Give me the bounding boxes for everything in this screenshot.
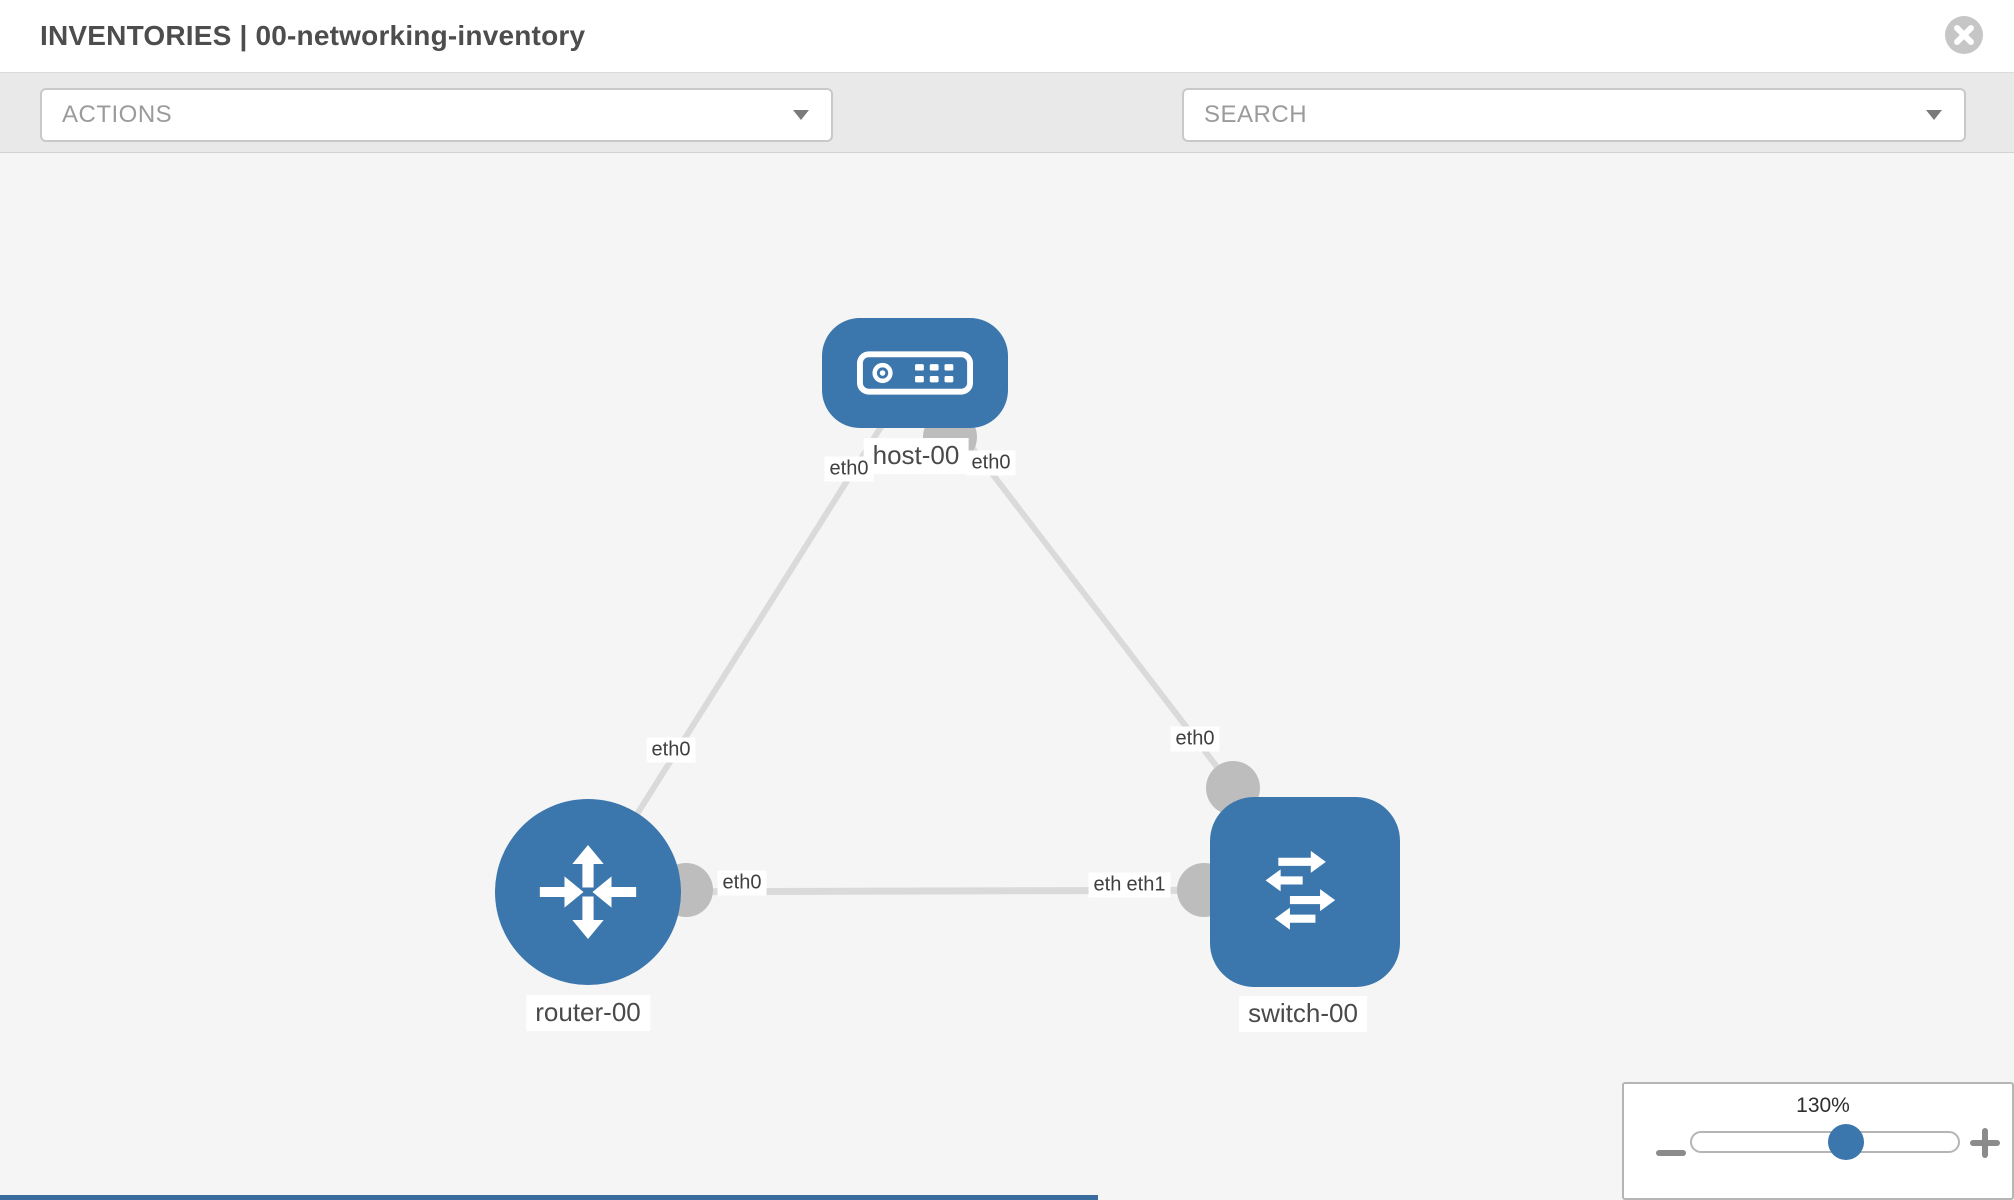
chevron-down-icon bbox=[1926, 110, 1942, 120]
iface-label-router-to-host: eth0 bbox=[646, 737, 696, 763]
close-icon bbox=[1945, 16, 1983, 54]
zoom-slider-track[interactable] bbox=[1690, 1131, 1960, 1153]
node-host-00[interactable] bbox=[822, 318, 1008, 428]
search-dropdown-label: SEARCH bbox=[1204, 101, 1308, 128]
host-icon bbox=[856, 351, 974, 395]
close-button[interactable] bbox=[1944, 15, 1984, 55]
chevron-down-icon bbox=[793, 110, 809, 120]
zoom-slider-thumb[interactable] bbox=[1828, 1124, 1864, 1160]
actions-dropdown[interactable]: ACTIONS bbox=[40, 88, 833, 142]
search-dropdown[interactable]: SEARCH bbox=[1182, 88, 1966, 142]
node-label-router: router-00 bbox=[526, 995, 650, 1031]
toolbar: ACTIONS SEARCH bbox=[0, 72, 2014, 206]
zoom-out-button[interactable] bbox=[1656, 1140, 1686, 1166]
iface-label-host-to-router: eth0 bbox=[824, 456, 874, 482]
page-title: INVENTORIES | 00-networking-inventory bbox=[40, 20, 586, 51]
zoom-in-button[interactable] bbox=[1970, 1128, 2000, 1158]
node-label-switch: switch-00 bbox=[1239, 996, 1367, 1032]
router-icon bbox=[539, 844, 637, 940]
actions-dropdown-label: ACTIONS bbox=[62, 101, 173, 128]
node-label-host: host-00 bbox=[863, 438, 969, 474]
topology-canvas[interactable]: host-00 router-00 switch-00 eth0 eth0 et… bbox=[0, 153, 2014, 1200]
iface-label-router-to-switch: eth0 bbox=[717, 870, 767, 896]
node-router-00[interactable] bbox=[495, 799, 681, 985]
zoom-level-value: 130% bbox=[1796, 1094, 1850, 1117]
header-bar: INVENTORIES | 00-networking-inventory bbox=[0, 0, 2014, 72]
iface-label-switch-to-host: eth0 bbox=[1170, 726, 1220, 752]
switch-icon bbox=[1265, 850, 1336, 930]
zoom-control-panel: 130% bbox=[1622, 1082, 2014, 1200]
iface-label-host-to-switch: eth0 bbox=[966, 450, 1016, 476]
iface-label-switch-to-router: eth1 bbox=[1121, 872, 1171, 898]
bottom-edge-strip bbox=[0, 1195, 1098, 1200]
node-switch-00[interactable] bbox=[1210, 797, 1400, 987]
links-layer bbox=[585, 371, 1306, 917]
